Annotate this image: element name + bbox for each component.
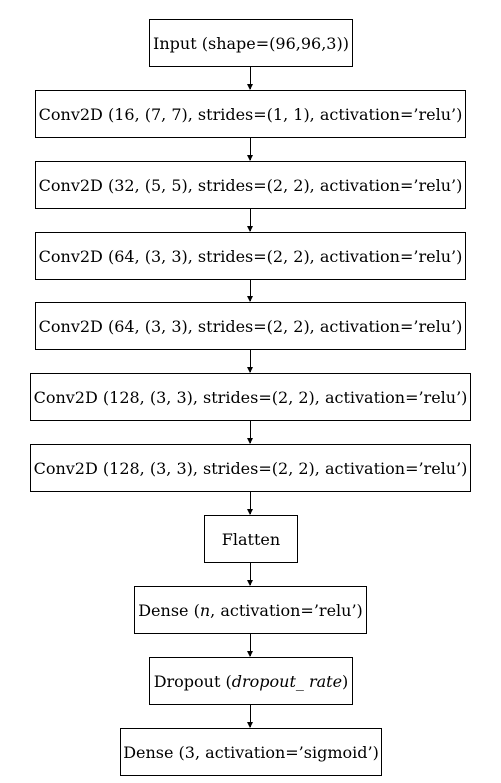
dropout-layer-label: Dropout (dropout_ rate) [153, 671, 349, 691]
conv2d-layer-2-label: Conv2D (32, (5, 5), strides=(2, 2), acti… [38, 175, 463, 195]
dense-layer-1-label: Dense (n, activation=’relu’) [138, 600, 363, 620]
dense-layer-2-box: Dense (3, activation=’sigmoid’) [120, 728, 382, 776]
edge-arrow-conv5-to-conv6 [247, 421, 253, 444]
input-layer-box: Input (shape=(96,96,3)) [149, 19, 353, 67]
flatten-layer-box: Flatten [204, 515, 298, 563]
edge-arrow-dropout-to-dense2 [247, 705, 253, 728]
conv2d-layer-1-label: Conv2D (16, (7, 7), strides=(1, 1), acti… [38, 104, 463, 124]
dense-layer-2-label: Dense (3, activation=’sigmoid’) [123, 742, 379, 762]
input-layer-label: Input (shape=(96,96,3)) [153, 33, 349, 53]
edge-arrow-input-to-conv1 [247, 67, 253, 90]
edge-arrow-conv4-to-conv5 [247, 350, 253, 373]
conv2d-layer-4-label: Conv2D (64, (3, 3), strides=(2, 2), acti… [38, 316, 463, 336]
conv2d-layer-6-label: Conv2D (128, (3, 3), strides=(2, 2), act… [33, 458, 468, 478]
conv2d-layer-5-box: Conv2D (128, (3, 3), strides=(2, 2), act… [30, 373, 471, 421]
edge-arrow-conv1-to-conv2 [247, 138, 253, 161]
conv2d-layer-2-box: Conv2D (32, (5, 5), strides=(2, 2), acti… [35, 161, 466, 209]
conv2d-layer-1-box: Conv2D (16, (7, 7), strides=(1, 1), acti… [35, 90, 466, 138]
conv2d-layer-3-box: Conv2D (64, (3, 3), strides=(2, 2), acti… [35, 232, 466, 280]
conv2d-layer-3-label: Conv2D (64, (3, 3), strides=(2, 2), acti… [38, 246, 463, 266]
edge-arrow-conv3-to-conv4 [247, 280, 253, 302]
flatten-layer-label: Flatten [221, 529, 281, 549]
edge-arrow-conv2-to-conv3 [247, 209, 253, 232]
conv2d-layer-4-box: Conv2D (64, (3, 3), strides=(2, 2), acti… [35, 302, 466, 350]
dropout-layer-box: Dropout (dropout_ rate) [149, 657, 353, 705]
conv2d-layer-6-box: Conv2D (128, (3, 3), strides=(2, 2), act… [30, 444, 471, 492]
conv2d-layer-5-label: Conv2D (128, (3, 3), strides=(2, 2), act… [33, 387, 468, 407]
edge-arrow-dense1-to-dropout [247, 634, 253, 657]
edge-arrow-conv6-to-flatten [247, 492, 253, 515]
edge-arrow-flatten-to-dense1 [247, 563, 253, 586]
dense-layer-1-box: Dense (n, activation=’relu’) [134, 586, 367, 634]
